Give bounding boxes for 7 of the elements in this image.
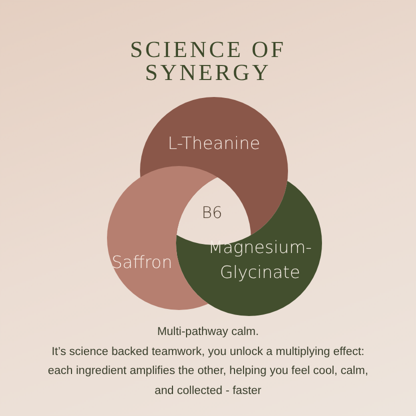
description-text: It’s science backed teamwork, you unlock a multiplying effect: each ingredient amplifies the other, helping you feel cool, calm, and collected - faster	[46, 344, 370, 398]
ingredient-name: L-Theanine	[166, 133, 262, 156]
tagline: Multi-pathway calm.	[157, 325, 259, 340]
title: SCIENCE OF SYNERGY	[129, 38, 287, 84]
ingredient-name: Saffron	[110, 252, 174, 275]
ingredient-name: Magnesium-Glycinate	[207, 237, 313, 285]
ingredient-name: B6	[200, 202, 224, 224]
